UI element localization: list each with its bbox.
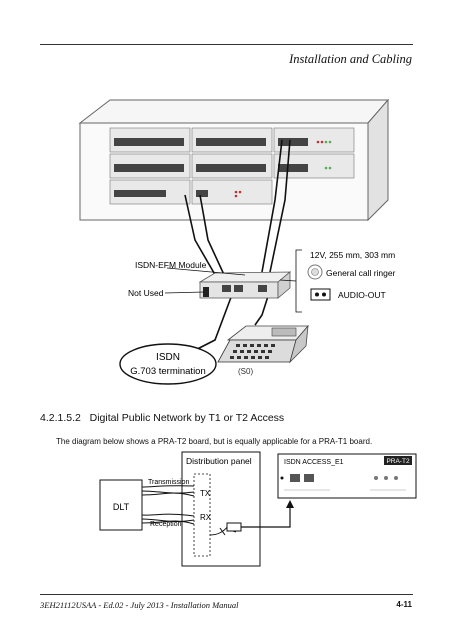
section-number: 4.2.1.5.2 — [40, 412, 81, 424]
dlt-box — [99, 479, 143, 531]
reception-label: Reception — [150, 521, 182, 528]
board-title: ISDN ACCESS_E1 — [284, 459, 344, 466]
board-badge: PRA-T2 — [386, 458, 410, 465]
page-header-title: Installation and Cabling — [289, 52, 412, 66]
distribution-panel-box — [181, 451, 261, 567]
section-title: Digital Public Network by T1 or T2 Acces… — [89, 412, 285, 424]
power-label: 12V, 255 mm, 303 mm — [310, 250, 395, 260]
module-label: ISDN-EFM Module — [135, 260, 207, 270]
footer-rule — [40, 594, 413, 595]
isdn-efm-module — [198, 271, 292, 299]
footer-document-id: 3EH21112USAA - Ed.02 - July 2013 - Insta… — [40, 600, 239, 610]
rx-label: RX — [200, 513, 212, 522]
cabinet — [78, 98, 390, 222]
s0-label: (S0) — [238, 367, 253, 376]
section-heading: 4.2.1.5.2 Digital Public Network by T1 o… — [40, 412, 284, 424]
not-used-label: Not Used — [128, 288, 164, 298]
dlt-label: DLT — [113, 502, 130, 512]
section-description: The diagram below shows a PRA-T2 board, … — [56, 437, 373, 446]
ringer-label: General call ringer — [326, 268, 396, 278]
isdn-termination-ellipse — [119, 343, 217, 385]
isdn-label: ISDN — [156, 352, 180, 363]
transmission-label: Transmission — [148, 479, 189, 486]
audio-label: AUDIO-OUT — [338, 290, 386, 300]
pra-t2-wiring-figure: DLT Distribution panel TX RX Transmissio… — [99, 451, 417, 567]
isdn-cabling-figure: ISDN-EFM Module 12V, 255 mm, 303 mm Gene… — [78, 98, 396, 385]
page-number: 4-11 — [396, 600, 412, 609]
g703-label: G.703 termination — [130, 366, 206, 377]
distribution-panel-label: Distribution panel — [186, 456, 252, 466]
isdn-phone — [217, 324, 309, 364]
tx-label: TX — [200, 489, 211, 498]
header-rule — [40, 44, 413, 45]
